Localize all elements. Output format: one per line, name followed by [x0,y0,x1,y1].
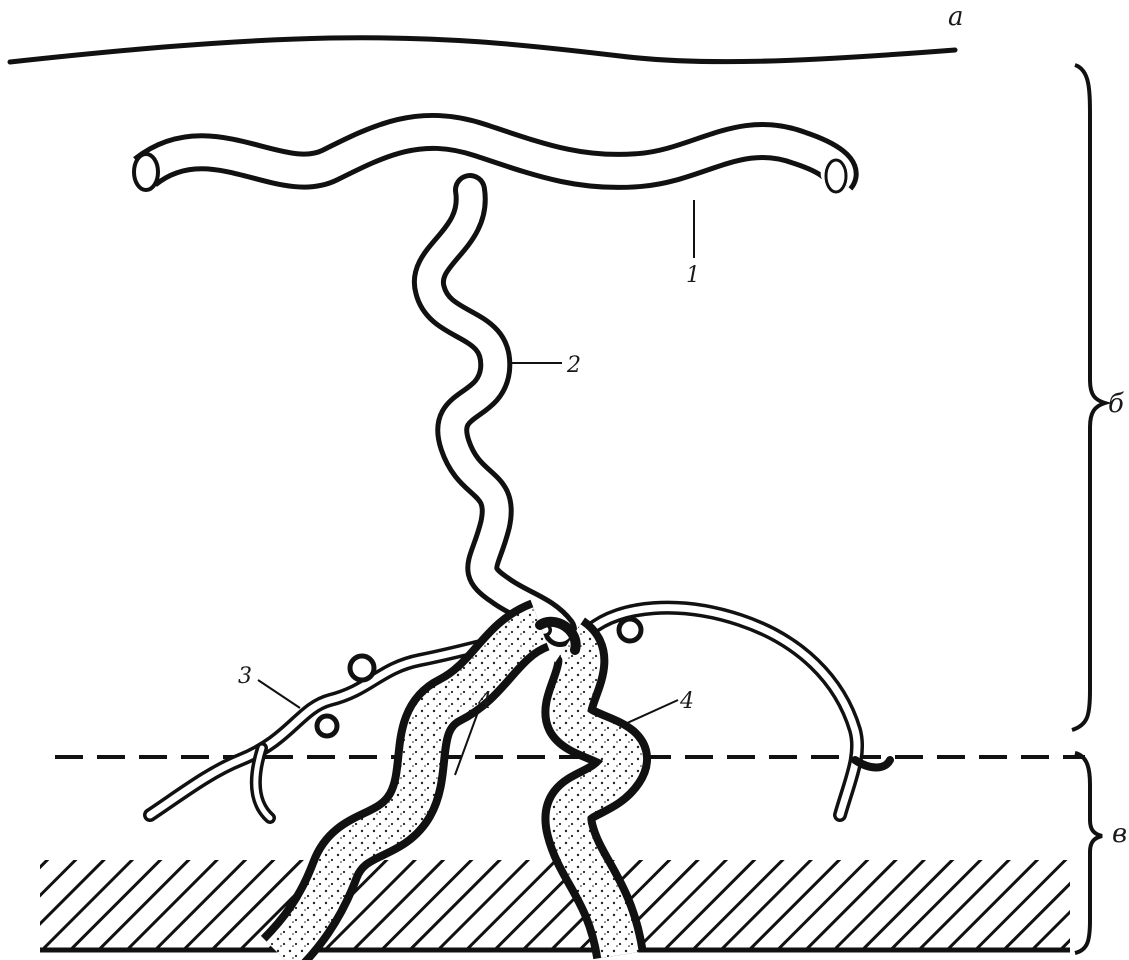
descending-vessel [429,190,560,630]
label-a: а [948,2,964,32]
label-4b: 4 [679,689,694,714]
horizontal-vessel [134,132,846,192]
brace-v [1075,753,1102,953]
surface-line [10,38,955,62]
label-4a: 4 [477,689,492,714]
leader-4b [625,700,678,724]
label-v: в [1112,819,1127,849]
hatched-layer [40,860,1070,950]
label-b: б [1108,389,1124,419]
label-1: 1 [686,263,700,288]
label-2: 2 [566,353,581,378]
leader-3 [258,680,300,708]
label-3: 3 [238,664,252,689]
brace-b [1072,65,1105,730]
